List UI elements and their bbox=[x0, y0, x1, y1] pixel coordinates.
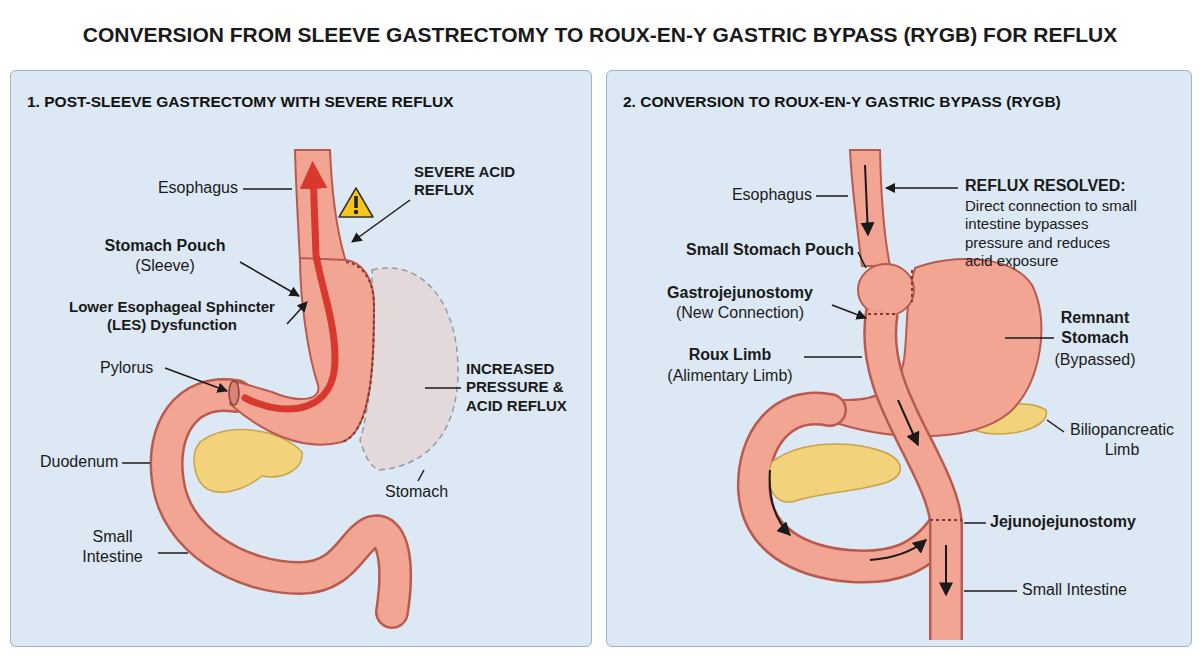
part-label: Esophagus bbox=[150, 178, 238, 198]
part-label: INCREASED PRESSURE & ACID REFLUX bbox=[466, 360, 584, 415]
esophagus bbox=[295, 150, 346, 262]
leader-line bbox=[158, 552, 188, 554]
part-label: Small Stomach Pouch bbox=[632, 240, 854, 260]
staple-line bbox=[911, 270, 913, 302]
flow-arrow bbox=[870, 540, 926, 560]
panel-ground bbox=[606, 70, 1192, 647]
part-label: Remnant Stomach bbox=[1045, 308, 1145, 347]
part-label: (Sleeve) bbox=[95, 256, 235, 276]
part-label: Stomach Pouch bbox=[95, 236, 235, 256]
part-label: Direct connection to small intestine byp… bbox=[965, 197, 1137, 270]
leader-line bbox=[804, 356, 862, 358]
warning-dot bbox=[354, 210, 358, 214]
leader-line bbox=[418, 470, 424, 481]
leader-line bbox=[287, 302, 307, 324]
pylorus-ring bbox=[229, 381, 239, 405]
leader-line bbox=[165, 368, 227, 391]
part-label: Duodenum bbox=[40, 452, 135, 472]
roux-limb bbox=[880, 312, 946, 640]
part-label: REFLUX RESOLVED: bbox=[965, 176, 1180, 196]
panel-ground bbox=[10, 70, 592, 647]
part-label: Pylorus bbox=[100, 358, 180, 378]
leader-line bbox=[425, 387, 461, 389]
title: CONVERSION FROM SLEEVE GASTRECTOMY TO RO… bbox=[0, 22, 1200, 48]
part-label: (New Connection) bbox=[650, 303, 830, 323]
warning-icon bbox=[339, 188, 373, 217]
part-label: Biliopancreatic Limb bbox=[1062, 420, 1182, 459]
flow-arrows bbox=[770, 165, 946, 595]
flow-arrow bbox=[898, 400, 918, 445]
part-label: (Alimentary Limb) bbox=[660, 366, 800, 386]
leader-line bbox=[240, 262, 299, 296]
roux-outline bbox=[880, 312, 946, 640]
warning-mark bbox=[354, 196, 358, 208]
leader-line bbox=[832, 305, 866, 318]
panel-heading: 1. POST-SLEEVE GASTRECTOMY WITH SEVERE R… bbox=[27, 93, 591, 111]
part-label: Small Intestine bbox=[1022, 580, 1162, 600]
esophagus bbox=[850, 150, 890, 266]
part-label: Roux Limb bbox=[660, 345, 800, 365]
leader-line bbox=[1005, 337, 1054, 339]
flow-arrow bbox=[945, 545, 947, 595]
leader-line bbox=[886, 187, 958, 189]
part-label: (Bypassed) bbox=[1045, 350, 1145, 370]
part-label: Small Intestine bbox=[70, 527, 155, 566]
part-label: Stomach bbox=[385, 482, 465, 502]
leader-line bbox=[122, 462, 150, 464]
stomach-pouch bbox=[858, 264, 914, 316]
pancreas bbox=[769, 444, 901, 502]
part-label: Jejunojejunostomy bbox=[990, 512, 1160, 532]
leader-line bbox=[816, 195, 848, 197]
leader-line bbox=[243, 188, 292, 190]
leader-line bbox=[964, 522, 986, 524]
leader-line bbox=[858, 252, 866, 268]
part-label: SEVERE ACID REFLUX bbox=[414, 163, 539, 200]
sleeve-stomach bbox=[230, 258, 374, 445]
part-label: Esophagus bbox=[720, 185, 812, 205]
part-label: Lower Esophageal Sphincter (LES) Dysfunc… bbox=[58, 298, 286, 335]
leader-line bbox=[352, 200, 410, 242]
flow-arrow bbox=[865, 165, 868, 235]
staple-line bbox=[930, 519, 962, 521]
leader-line bbox=[964, 590, 1017, 592]
panel-heading: 2. CONVERSION TO ROUX-EN-Y GASTRIC BYPAS… bbox=[623, 93, 1191, 111]
flow-arrow bbox=[770, 470, 790, 535]
staple-line bbox=[342, 262, 374, 442]
staple-line bbox=[868, 313, 898, 315]
remnant-stomach bbox=[822, 259, 1041, 436]
leader-line bbox=[1047, 420, 1064, 432]
part-label: Gastrojejunostomy bbox=[650, 283, 830, 303]
